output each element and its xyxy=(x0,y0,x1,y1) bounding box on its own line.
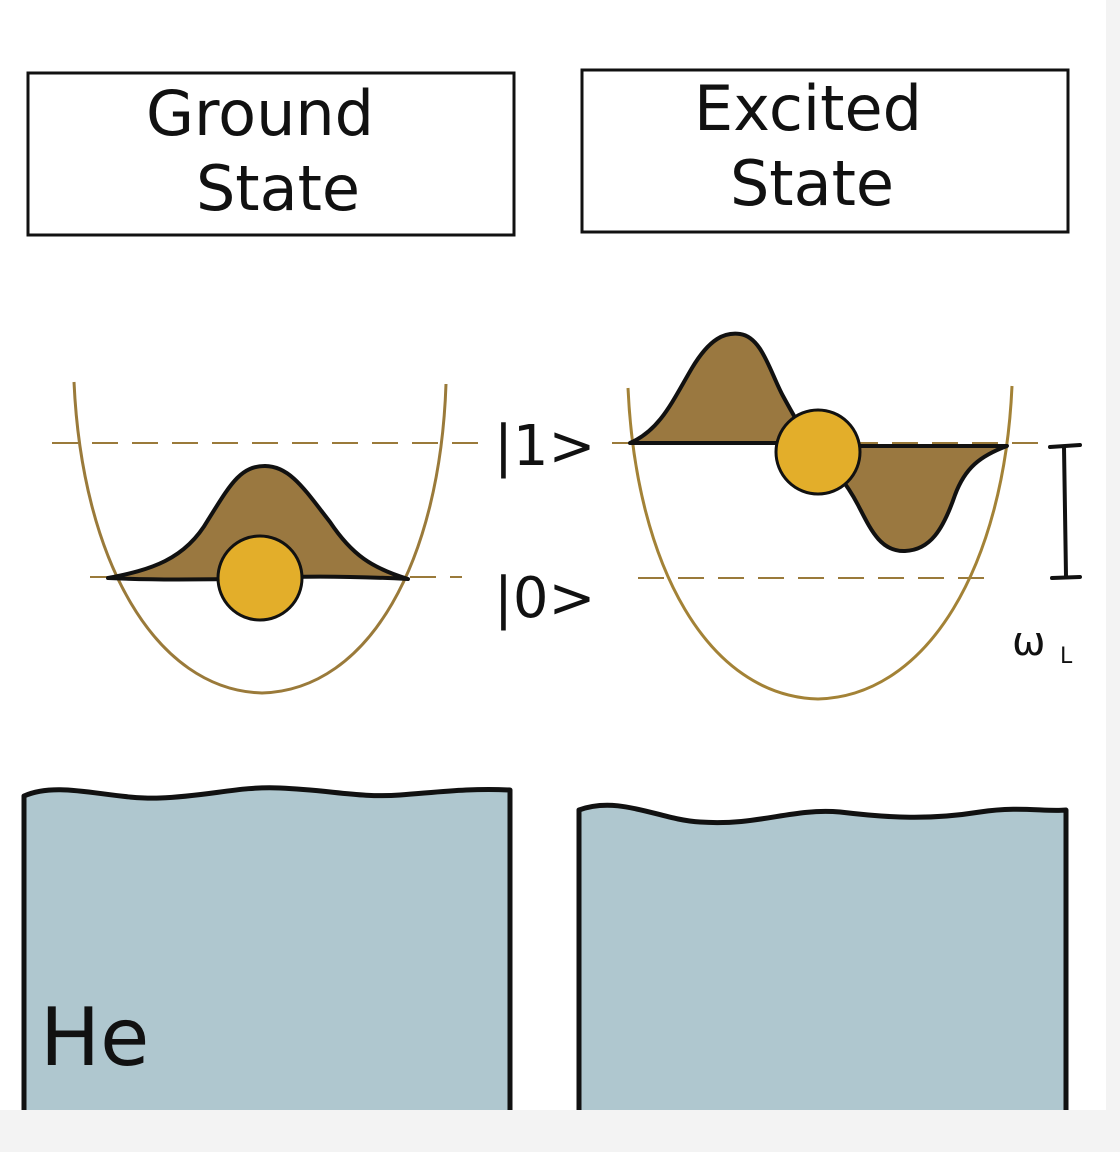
level-0-label: |0> xyxy=(494,566,595,631)
excited-title-line2: State xyxy=(730,147,894,220)
gap-symbol: ω xyxy=(1012,619,1046,665)
energy-gap-bracket xyxy=(1048,443,1082,580)
excited-wavefunction-positive-lobe xyxy=(628,331,814,445)
ground-title-line1: Ground xyxy=(146,77,374,150)
ground-title-line2: State xyxy=(196,152,360,225)
excited-state-title-box: Excited State xyxy=(580,68,1070,234)
gap-subscript: L xyxy=(1060,644,1073,669)
excited-electron xyxy=(774,408,862,496)
helium-bath-left: He xyxy=(21,785,513,1110)
page-margin-right xyxy=(1106,0,1120,1110)
gap-label: ω L xyxy=(1012,619,1073,669)
excited-title-line1: Excited xyxy=(694,72,922,145)
helium-bath-right xyxy=(576,802,1069,1110)
page-margin-bottom xyxy=(0,1110,1120,1152)
excited-wavefunction-negative-lobe xyxy=(810,444,1009,554)
level-1-label: |1> xyxy=(494,414,595,479)
helium-label: He xyxy=(40,991,149,1084)
ground-state-title-box: Ground State xyxy=(26,71,516,237)
excited-state-well xyxy=(626,331,1014,701)
ground-potential-curve xyxy=(72,381,448,695)
ground-electron xyxy=(216,534,304,622)
ground-state-well xyxy=(72,381,448,695)
excited-potential-curve xyxy=(626,385,1014,701)
